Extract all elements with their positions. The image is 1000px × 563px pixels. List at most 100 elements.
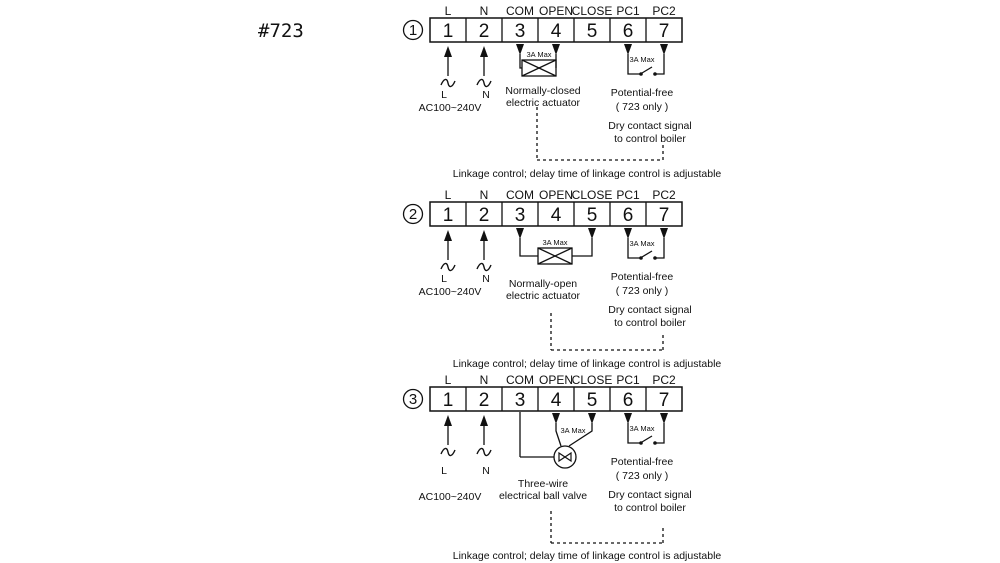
relay-wire-left (627, 54, 640, 75)
line-label: L (441, 89, 447, 101)
terminal-header: L (445, 4, 452, 18)
terminal-header: OPEN (539, 4, 573, 18)
relay-contact-dot (639, 441, 643, 445)
terminal-number: 1 (443, 21, 454, 42)
relay-wire-left (627, 423, 640, 444)
relay-contact-dot (639, 256, 643, 260)
relay-switch-blade (641, 435, 653, 443)
device-name-2: electric actuator (506, 97, 581, 109)
terminal-number: 3 (515, 390, 526, 411)
terminal-number: 3 (515, 21, 526, 42)
open-arrow-icon (552, 413, 560, 424)
terminal-number: 7 (659, 205, 670, 226)
model-only-label: ( 723 only ) (616, 101, 669, 113)
terminal-header: OPEN (539, 373, 573, 387)
com-arrow-icon (516, 228, 524, 239)
index-circle (402, 388, 424, 410)
relay-max-current: 3A Max (629, 55, 654, 64)
terminal-header: L (445, 188, 452, 202)
terminal-number: 2 (479, 205, 490, 226)
terminal-number: 1 (443, 205, 454, 226)
relay-contact-dot (653, 72, 657, 76)
dry-contact-label-2: to control boiler (614, 133, 686, 145)
terminal-header: PC2 (652, 188, 676, 202)
power-arrow-up-icon (444, 415, 452, 426)
terminal-number: 6 (623, 21, 634, 42)
actuator-max-current: 3A Max (526, 50, 551, 59)
terminal-number: 4 (551, 390, 562, 411)
model-only-label: ( 723 only ) (616, 470, 669, 482)
actuator-max-current: 3A Max (542, 238, 567, 247)
actuator-cross (521, 59, 557, 77)
device-name: Normally-closed (505, 85, 580, 97)
relay-contact-dot (653, 441, 657, 445)
dry-contact-label-2: to control boiler (614, 502, 686, 514)
pc2-arrow-icon (660, 413, 668, 424)
actuator-wire (572, 238, 593, 257)
device-name-2: electric actuator (506, 290, 581, 302)
ac-tilde-icon (440, 262, 456, 272)
actuator-wire (519, 238, 538, 257)
terminal-number: 4 (551, 205, 562, 226)
relay-max-current: 3A Max (629, 239, 654, 248)
relay-switch-blade (641, 250, 653, 258)
ac-tilde-icon (440, 447, 456, 457)
terminal-number: 5 (587, 21, 598, 42)
terminal-header: COM (506, 188, 534, 202)
terminal-header: COM (506, 4, 534, 18)
terminal-header: N (480, 373, 489, 387)
terminal-number: 6 (623, 205, 634, 226)
supply-voltage-label: AC100~240V (419, 286, 482, 298)
linkage-note: Linkage control; delay time of linkage c… (453, 550, 722, 562)
ac-tilde-icon (476, 78, 492, 88)
relay-wire-left (627, 238, 640, 259)
dry-contact-label: Dry contact signal (608, 489, 691, 501)
close-arrow-icon (588, 413, 596, 424)
ac-tilde-icon (476, 262, 492, 272)
close-arrow-icon (588, 228, 596, 239)
terminal-header: CLOSE (572, 373, 613, 387)
valve-max-current: 3A Max (560, 426, 585, 435)
terminal-number: 6 (623, 390, 634, 411)
pc1-arrow-icon (624, 413, 632, 424)
power-arrow-up-icon (480, 230, 488, 241)
terminal-header: N (480, 4, 489, 18)
potential-free-label: Potential-free (611, 456, 674, 468)
dry-contact-label: Dry contact signal (608, 304, 691, 316)
terminal-number: 7 (659, 21, 670, 42)
terminal-header: CLOSE (572, 4, 613, 18)
linkage-note: Linkage control; delay time of linkage c… (453, 358, 722, 370)
terminal-header: COM (506, 373, 534, 387)
relay-wire-right (656, 54, 665, 75)
device-name: Normally-open (509, 278, 577, 290)
index-circle (402, 203, 424, 225)
com-arrow-icon (516, 44, 524, 55)
relay-wire-right (656, 423, 665, 444)
pc1-arrow-icon (624, 44, 632, 55)
supply-voltage-label: AC100~240V (419, 491, 482, 503)
terminal-header: PC1 (616, 373, 640, 387)
terminal-number: 3 (515, 205, 526, 226)
terminal-block (429, 386, 683, 412)
device-name-2: electrical ball valve (499, 490, 587, 502)
index-circle (402, 19, 424, 41)
power-arrow-up-icon (444, 230, 452, 241)
dry-contact-label: Dry contact signal (608, 120, 691, 132)
terminal-header: OPEN (539, 188, 573, 202)
supply-voltage-label: AC100~240V (419, 102, 482, 114)
terminal-block (429, 17, 683, 43)
ac-tilde-icon (476, 447, 492, 457)
valve-close-wire (568, 423, 593, 447)
neutral-label: N (482, 465, 490, 477)
terminal-header: PC2 (652, 4, 676, 18)
terminal-number: 4 (551, 21, 562, 42)
page-title: #723 (258, 20, 304, 42)
terminal-header: PC1 (616, 4, 640, 18)
line-label: L (441, 273, 447, 285)
terminal-header: L (445, 373, 452, 387)
dry-contact-label-2: to control boiler (614, 317, 686, 329)
